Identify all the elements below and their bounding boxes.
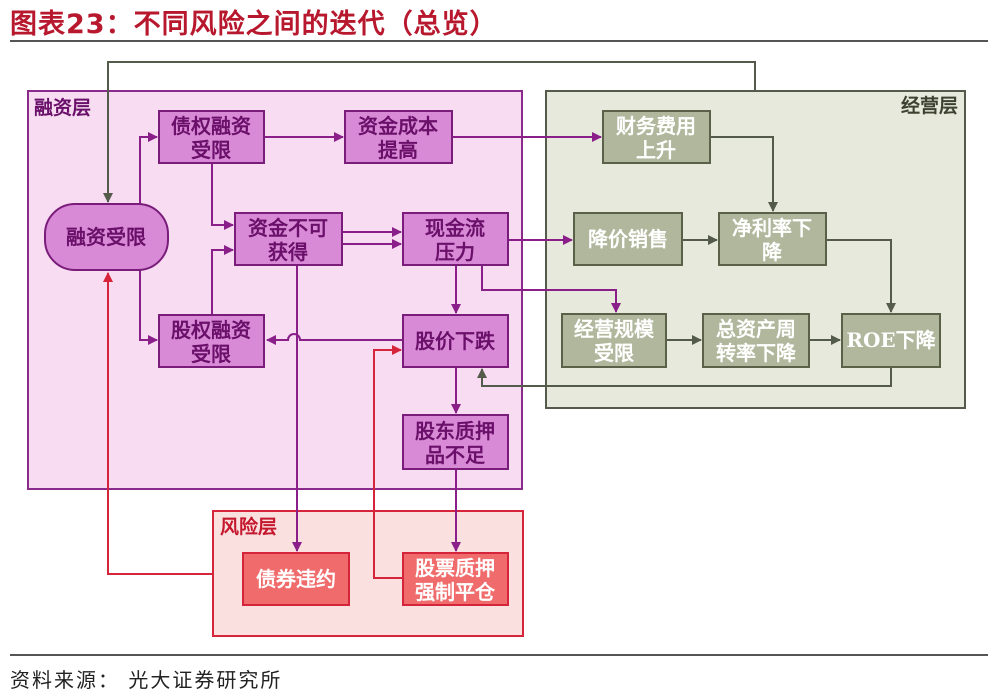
arrow-margin-to-roe bbox=[826, 239, 896, 313]
node-financial-cost-up-line2: 上升 bbox=[636, 138, 676, 162]
node-scale-limited-line1: 经营规模 bbox=[574, 317, 655, 341]
node-scale-limited[interactable]: 经营规模 受限 bbox=[561, 313, 667, 368]
title-divider bbox=[10, 40, 988, 42]
node-funds-unavailable[interactable]: 资金不可 获得 bbox=[234, 212, 343, 266]
arrow-limit-to-equity bbox=[139, 268, 158, 345]
node-bond-default-label: 债券违约 bbox=[256, 567, 336, 591]
node-turnover-down-line2: 转率下降 bbox=[716, 341, 797, 365]
arrow-cash-to-scale bbox=[481, 265, 621, 313]
arrow-top-feedback bbox=[103, 61, 756, 203]
node-debt-financing-line2: 受限 bbox=[191, 138, 231, 162]
risk-region-label: 风险层 bbox=[220, 515, 277, 538]
node-price-cut-sales-label: 降价销售 bbox=[588, 227, 668, 251]
node-scale-limited-line2: 受限 bbox=[594, 341, 634, 365]
arrow-liquidation-to-stock bbox=[373, 345, 403, 579]
operating-region-label: 经营层 bbox=[901, 94, 958, 117]
footer-divider bbox=[10, 654, 988, 656]
risk-arrows bbox=[103, 272, 403, 579]
node-equity-financing-line2: 受限 bbox=[191, 342, 231, 366]
node-pledge-insufficient-line1: 股东质押 bbox=[415, 419, 495, 443]
node-debt-financing-line1: 债权融资 bbox=[171, 114, 251, 138]
node-capital-cost-line2: 提高 bbox=[378, 138, 418, 162]
node-capital-cost[interactable]: 资金成本 提高 bbox=[344, 110, 453, 164]
node-funds-unavailable-line2: 获得 bbox=[268, 240, 308, 264]
node-forced-liquidation-line2: 强制平仓 bbox=[415, 580, 496, 604]
financing-region-label: 融资层 bbox=[34, 96, 91, 119]
node-debt-financing[interactable]: 债权融资 受限 bbox=[158, 110, 265, 164]
page-title: 图表23：不同风险之间的迭代（总览） bbox=[10, 9, 498, 40]
node-funds-unavailable-line1: 资金不可 bbox=[248, 216, 328, 240]
node-pledge-insufficient[interactable]: 股东质押 品不足 bbox=[402, 414, 509, 470]
node-pledge-insufficient-line2: 品不足 bbox=[425, 443, 486, 467]
node-cashflow-pressure[interactable]: 现金流 压力 bbox=[402, 212, 509, 266]
arrow-debt-to-funds bbox=[211, 162, 234, 230]
node-turnover-down[interactable]: 总资产周 转率下降 bbox=[702, 313, 810, 368]
node-stock-price-drop-label: 股价下跌 bbox=[415, 329, 496, 353]
arrow-risk-to-limit bbox=[103, 272, 213, 575]
node-financial-cost-up-line1: 财务费用 bbox=[616, 114, 696, 138]
node-roe-down-label: ROE下降 bbox=[846, 328, 936, 352]
node-cashflow-pressure-line2: 压力 bbox=[435, 240, 475, 264]
arrow-stock-to-equity bbox=[266, 333, 403, 345]
node-turnover-down-line1: 总资产周 bbox=[716, 317, 796, 341]
node-forced-liquidation-line1: 股票质押 bbox=[415, 556, 495, 580]
arrow-roe-to-stock bbox=[477, 367, 892, 387]
node-equity-financing[interactable]: 股权融资 受限 bbox=[158, 314, 265, 368]
source-note: 资料来源： 光大证券研究所 bbox=[10, 668, 283, 692]
node-financing-limited[interactable]: 融资受限 bbox=[44, 203, 169, 271]
node-cashflow-pressure-line1: 现金流 bbox=[425, 216, 485, 240]
node-capital-cost-line1: 资金成本 bbox=[358, 114, 438, 138]
node-price-cut-sales[interactable]: 降价销售 bbox=[573, 212, 683, 266]
arrow-finance-to-margin bbox=[710, 136, 778, 212]
node-net-margin-down-line2: 降 bbox=[762, 240, 783, 264]
node-equity-financing-line1: 股权融资 bbox=[171, 318, 251, 342]
node-financing-limited-label: 融资受限 bbox=[66, 225, 146, 249]
node-financial-cost-up[interactable]: 财务费用 上升 bbox=[602, 110, 711, 164]
arrow-equity-to-funds bbox=[211, 245, 234, 315]
node-stock-price-drop[interactable]: 股价下跌 bbox=[402, 314, 509, 368]
node-net-margin-down[interactable]: 净利率下 降 bbox=[718, 212, 827, 266]
arrow-limit-to-debt bbox=[139, 132, 158, 212]
financing-arrows bbox=[139, 132, 621, 552]
node-bond-default[interactable]: 债券违约 bbox=[242, 552, 350, 606]
node-roe-down[interactable]: ROE下降 bbox=[841, 313, 941, 368]
node-net-margin-down-line1: 净利率下 bbox=[732, 216, 812, 240]
node-forced-liquidation[interactable]: 股票质押 强制平仓 bbox=[402, 552, 509, 606]
operating-arrows bbox=[103, 61, 896, 387]
